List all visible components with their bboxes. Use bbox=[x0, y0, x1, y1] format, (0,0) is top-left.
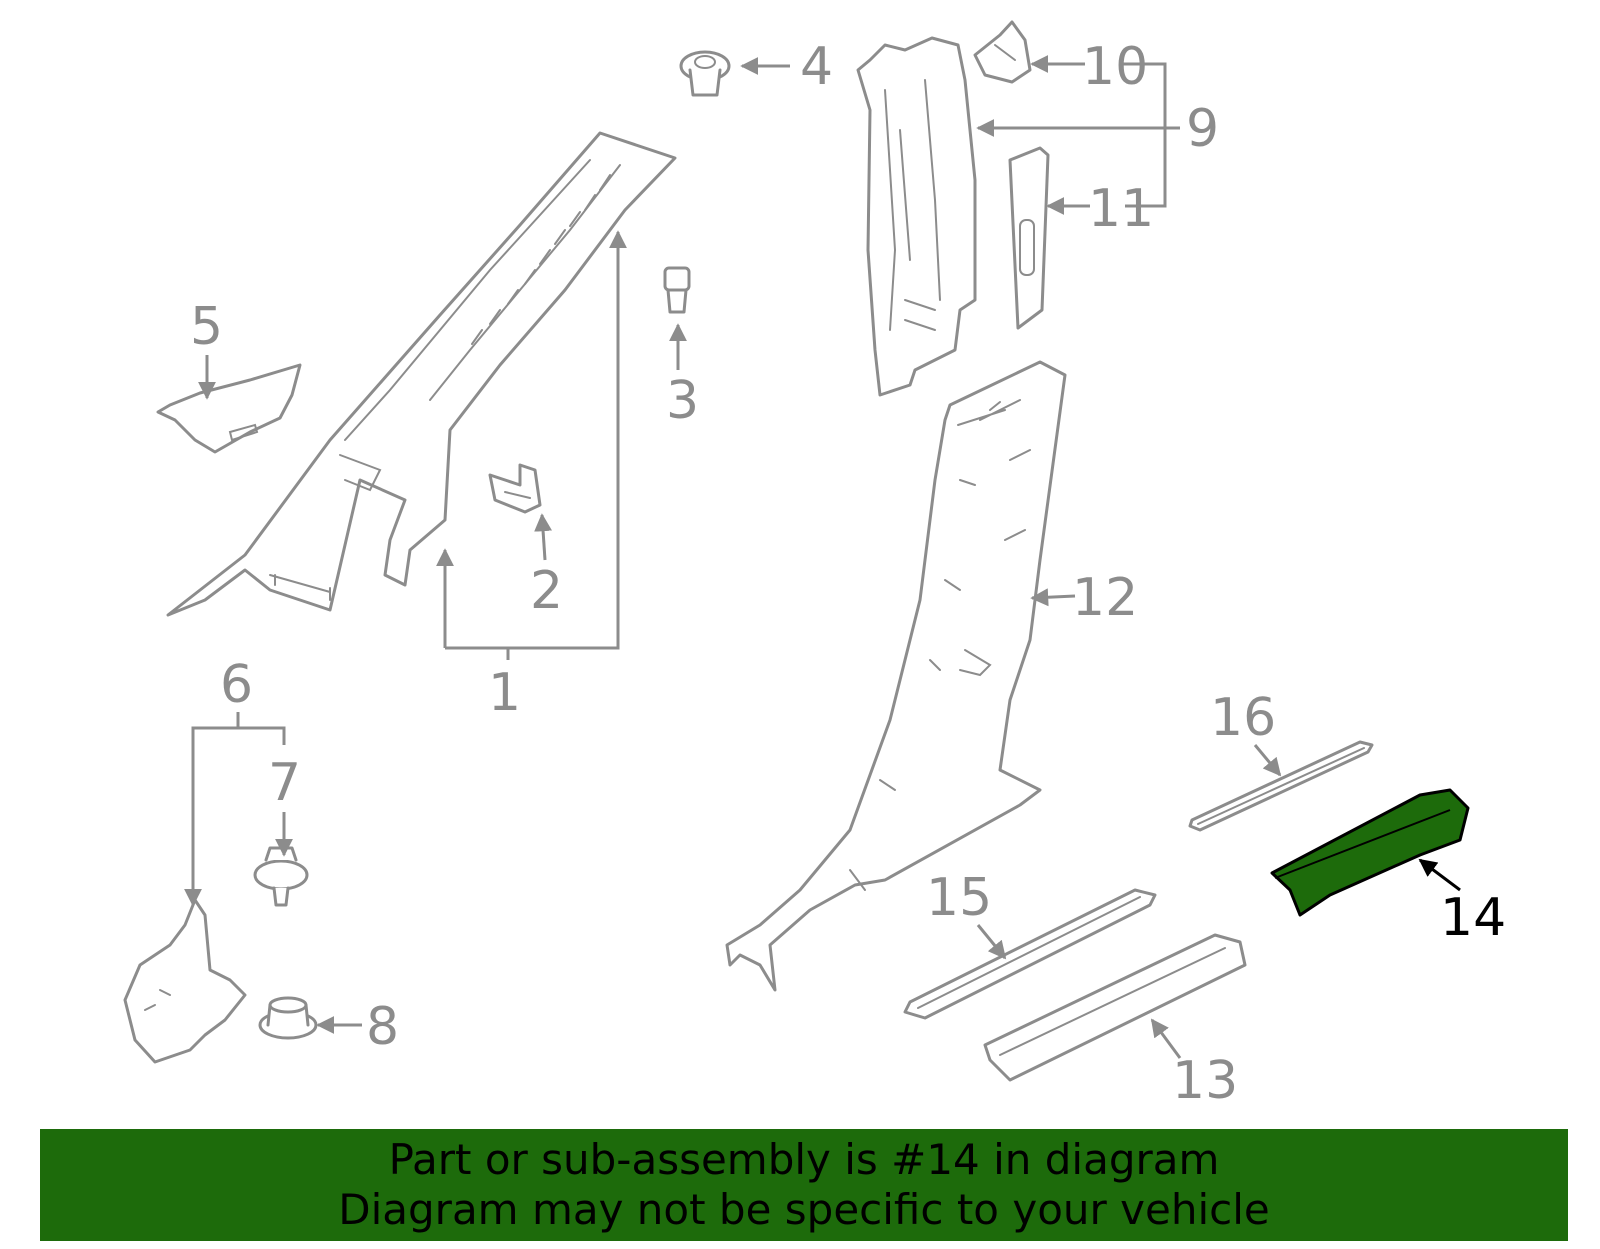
callout-labels: 1 2 3 4 5 6 7 8 9 10 11 12 13 14 15 16 bbox=[190, 37, 1506, 1111]
part-6-lower-trim bbox=[123, 898, 247, 1064]
callout-7: 7 bbox=[268, 753, 301, 813]
part-2-bracket bbox=[488, 463, 542, 514]
info-banner: Part or sub-assembly is #14 in diagram D… bbox=[40, 1129, 1568, 1241]
callout-14: 14 bbox=[1440, 888, 1506, 948]
callout-10: 10 bbox=[1082, 37, 1148, 97]
part-12-b-pillar-lower bbox=[725, 360, 1067, 992]
part-1-a-pillar-trim bbox=[166, 131, 677, 617]
part-16-scuff-strip bbox=[1188, 740, 1374, 832]
part-8-nut bbox=[258, 996, 318, 1040]
part-7-clip bbox=[253, 846, 309, 907]
banner-line-1: Part or sub-assembly is #14 in diagram bbox=[388, 1135, 1220, 1184]
part-11-strip bbox=[1008, 146, 1050, 330]
part-3-clip bbox=[663, 266, 691, 314]
callout-15: 15 bbox=[926, 868, 992, 928]
callout-9: 9 bbox=[1186, 99, 1219, 159]
callout-5: 5 bbox=[190, 297, 223, 357]
callout-2: 2 bbox=[530, 561, 563, 621]
part-5-trim-cover bbox=[156, 363, 302, 454]
part-4-retainer bbox=[679, 50, 731, 97]
part-9-b-pillar-upper bbox=[856, 36, 977, 397]
callout-1: 1 bbox=[488, 663, 521, 723]
callout-16: 16 bbox=[1210, 688, 1276, 748]
callout-11: 11 bbox=[1088, 179, 1154, 239]
callout-12: 12 bbox=[1072, 568, 1138, 628]
part-10-clip bbox=[973, 20, 1032, 84]
part-15-scuff-plate bbox=[903, 888, 1157, 1020]
callout-3: 3 bbox=[666, 371, 699, 431]
leader-lines bbox=[184, 55, 1461, 1059]
banner-line-2: Diagram may not be specific to your vehi… bbox=[338, 1185, 1270, 1234]
part-13-sill-plate bbox=[983, 933, 1247, 1082]
part-14-sill-plate-highlighted bbox=[1270, 788, 1470, 917]
callout-4: 4 bbox=[800, 37, 833, 97]
callout-13: 13 bbox=[1172, 1051, 1238, 1111]
callout-8: 8 bbox=[366, 997, 399, 1057]
callout-6: 6 bbox=[220, 655, 253, 715]
